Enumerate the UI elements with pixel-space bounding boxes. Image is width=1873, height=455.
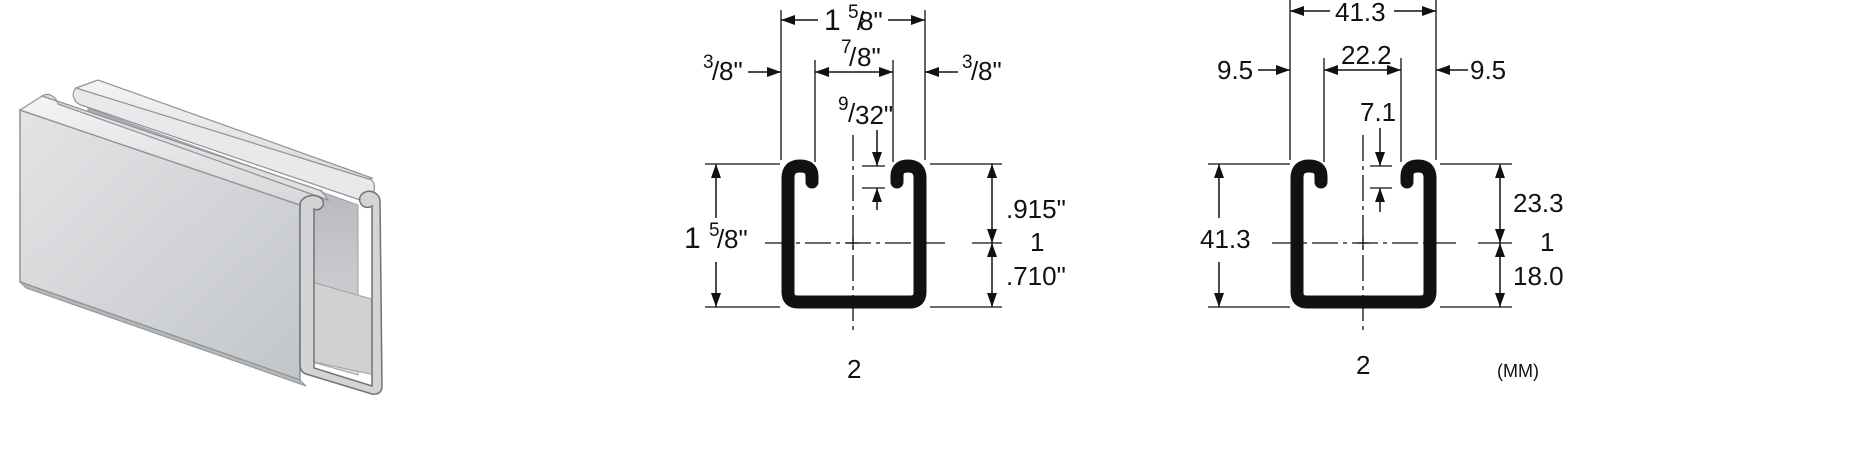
imperial-lower-dim: .710" <box>1006 261 1066 291</box>
imperial-lip-den: 32" <box>855 100 893 130</box>
imperial-height-num: 5 <box>709 220 720 241</box>
metric-unit-note: (MM) <box>1497 361 1539 381</box>
metric-width-dim: 41.3 <box>1335 0 1386 27</box>
metric-height-dim: 41.3 <box>1200 224 1251 254</box>
metric-flange-right-dim: 9.5 <box>1470 55 1506 85</box>
svg-text:/: / <box>857 6 865 36</box>
imperial-channel-profile <box>781 159 927 309</box>
svg-text:/: / <box>848 98 856 128</box>
imperial-opening-num: 7 <box>841 37 852 58</box>
svg-text:/: / <box>849 42 857 72</box>
imperial-width-den: 8" <box>859 6 883 36</box>
metric-caption: 2 <box>1356 350 1370 380</box>
imperial-section: 1 5 8" / 7 / 8" 3 / 8" 3 / 8" 9 / 32" 1 … <box>684 2 1066 384</box>
imperial-width-num: 5 <box>848 2 859 23</box>
imperial-flange-right-den: 8" <box>978 56 1002 86</box>
svg-text:/: / <box>971 56 979 86</box>
imperial-lip-num: 9 <box>838 94 849 115</box>
imperial-opening-den: 8" <box>857 42 881 72</box>
imperial-caption: 2 <box>847 354 861 384</box>
metric-opening-dim: 22.2 <box>1341 40 1392 70</box>
metric-lower-dim: 18.0 <box>1513 261 1564 291</box>
imperial-flange-left-num: 3 <box>703 52 714 73</box>
metric-upper-dim: 23.3 <box>1513 188 1564 218</box>
imperial-flange-right-num: 3 <box>962 52 973 73</box>
metric-lip-dim: 7.1 <box>1360 97 1396 127</box>
imperial-center-label: 1 <box>1030 227 1044 257</box>
svg-text:/: / <box>712 56 720 86</box>
imperial-flange-left-den: 8" <box>719 56 743 86</box>
svg-text:/: / <box>717 224 725 254</box>
imperial-height-whole: 1 <box>684 222 701 255</box>
imperial-upper-dim: .915" <box>1006 194 1066 224</box>
imperial-width-whole: 1 <box>824 4 841 37</box>
metric-flange-left-dim: 9.5 <box>1217 55 1253 85</box>
metric-center-label: 1 <box>1540 227 1554 257</box>
imperial-height-den: 8" <box>724 224 748 254</box>
metric-section: 41.3 22.2 9.5 9.5 7.1 41.3 23.3 1 18.0 2… <box>1200 0 1564 381</box>
channel-3d-render <box>18 79 383 395</box>
